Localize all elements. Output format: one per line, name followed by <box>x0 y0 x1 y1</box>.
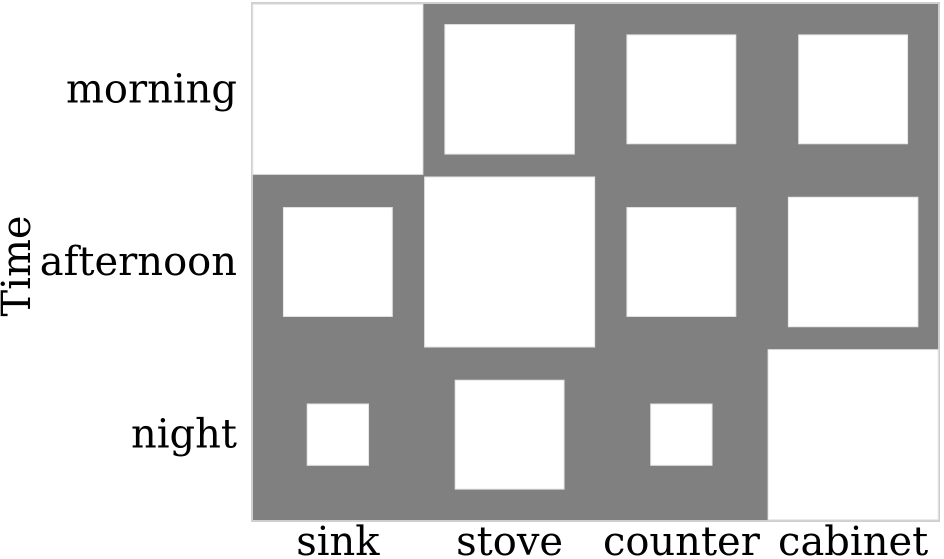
cell-square-night-sink <box>306 403 370 466</box>
y-tick-labels: morning afternoon night <box>40 66 237 457</box>
x-tick-label-cabinet: cabinet <box>778 519 928 559</box>
x-tick-label-counter: counter <box>603 519 761 559</box>
y-tick-label-morning: morning <box>66 66 237 112</box>
cell-group <box>252 3 939 521</box>
x-tick-label-sink: sink <box>296 519 380 559</box>
cell-square-morning-sink <box>252 3 424 175</box>
cell-square-afternoon-sink <box>282 207 393 317</box>
cell-square-afternoon-counter <box>626 207 737 317</box>
y-tick-label-afternoon: afternoon <box>40 239 237 285</box>
cell-square-night-stove <box>454 379 565 490</box>
x-tick-label-stove: stove <box>456 519 563 559</box>
cell-square-night-cabinet <box>767 349 939 521</box>
cell-square-morning-stove <box>444 24 575 155</box>
cell-square-afternoon-cabinet <box>787 196 919 328</box>
y-axis-label: Time <box>0 215 40 316</box>
y-tick-label-night: night <box>131 412 237 458</box>
cell-square-morning-cabinet <box>798 34 909 145</box>
cell-square-night-counter <box>650 403 713 466</box>
x-tick-labels: sink stove counter cabinet <box>296 519 928 559</box>
cell-square-afternoon-stove <box>424 176 596 348</box>
cell-square-morning-counter <box>626 34 737 145</box>
